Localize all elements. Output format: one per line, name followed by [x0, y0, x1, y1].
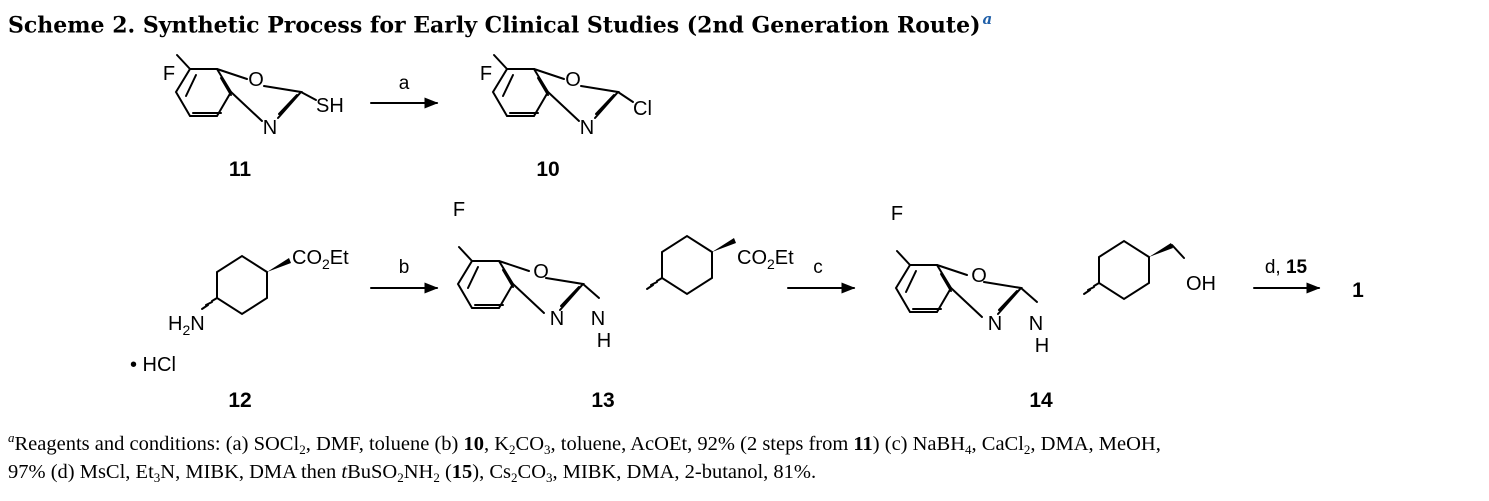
footnote-run: N, MIBK, DMA then	[160, 461, 342, 483]
compound-14-cyclohexane	[1083, 240, 1185, 300]
atom-label: Cl	[633, 98, 652, 120]
footnote-line-1: aReagents and conditions: (a) SOCl2, DMF…	[8, 430, 1482, 458]
hcl-salt-label: • HCl	[130, 354, 176, 376]
footnote-run: (	[439, 461, 452, 483]
atom-label: N	[591, 308, 605, 330]
compound-12-label: 12	[228, 389, 251, 412]
footnote-run: a	[8, 430, 15, 445]
footnote-run: t	[341, 461, 348, 483]
compound-13-label: 13	[591, 389, 614, 412]
atom-label: O	[533, 261, 549, 283]
atom-label: F	[891, 203, 903, 225]
footnote-line-2: 97% (d) MsCl, Et3N, MIBK, DMA then tBuSO…	[8, 458, 1482, 486]
atom-label: F	[480, 63, 492, 85]
footnote-run: Reagents and conditions: (a) SOCl	[14, 433, 300, 455]
footnote-run: , toluene, AcOEt, 92% (2 steps from	[550, 433, 854, 455]
footnote-run: NH	[403, 461, 434, 483]
footnote-run: ), Cs	[472, 461, 512, 483]
arrow-a-label: a	[399, 73, 410, 94]
atom-label: N	[580, 117, 594, 139]
atom-label: N	[988, 313, 1002, 335]
atom-label: CO2Et	[292, 247, 349, 272]
compound-1-label: 1	[1352, 279, 1364, 302]
footnote-run: BuSO	[347, 461, 398, 483]
footnote-run: , MIBK, DMA, 2-butanol, 81%.	[552, 461, 817, 483]
atom-label: SH	[316, 95, 344, 117]
footnote-run: 2	[509, 442, 516, 457]
atom-label: OH	[1186, 273, 1216, 295]
compound-14-label: 14	[1029, 389, 1053, 412]
footnote-run: CO	[515, 433, 545, 455]
arrow-c-label: c	[813, 257, 823, 278]
footnote-run: , DMA, MeOH,	[1030, 433, 1161, 455]
reaction-scheme: F O N SH 11 a F O N Cl 10 CO2Et H2N • HC…	[130, 54, 1364, 412]
footnote-run: 10	[463, 433, 484, 455]
footnote-run: 15	[451, 461, 473, 483]
compound-11-structure	[175, 54, 317, 122]
atom-label: N	[263, 117, 277, 139]
footnote-run: 3	[153, 470, 161, 485]
arrow-b-label: b	[399, 257, 410, 278]
compound-14-structure	[895, 250, 1038, 318]
footnote-run: 4	[965, 442, 972, 457]
scheme-footnote: aReagents and conditions: (a) SOCl2, DMF…	[8, 430, 1482, 486]
footnote-run: 3	[546, 470, 553, 485]
compound-12-structure	[201, 255, 291, 315]
atom-label: O	[565, 69, 581, 91]
footnote-run: 2	[299, 442, 306, 457]
compound-13-cyclohexane	[646, 235, 736, 295]
compound-13-structure	[457, 246, 600, 314]
atom-label: N	[1029, 313, 1043, 335]
footnote-run: CO	[517, 461, 546, 483]
arrow-d-label: d, 15	[1265, 257, 1308, 278]
atom-label: F	[453, 199, 465, 221]
footnote-run: , DMF, toluene (b)	[305, 433, 464, 455]
atom-label: H	[1035, 335, 1049, 357]
footnote-run: , CaCl	[971, 433, 1024, 455]
compound-10-label: 10	[536, 158, 559, 181]
footnote-marker: a	[982, 10, 993, 28]
footnote-run: 2	[511, 470, 518, 485]
footnote-run: 3	[544, 442, 551, 457]
footnote-run: 2	[1023, 442, 1031, 457]
atom-label: H2N	[168, 313, 205, 338]
scheme-title-text: Scheme 2. Synthetic Process for Early Cl…	[8, 12, 981, 39]
footnote-run: ) (c) NaBH	[872, 433, 966, 455]
footnote-run: , K	[483, 433, 510, 455]
footnote-run: 2	[397, 470, 404, 485]
footnote-run: 97% (d) MsCl, Et	[8, 461, 154, 483]
footnote-run: 2	[433, 470, 440, 485]
atom-label: CO2Et	[737, 247, 794, 272]
atom-label: O	[971, 265, 987, 287]
footnote-run: 11	[853, 433, 873, 455]
atom-label: H	[597, 330, 611, 352]
compound-10-structure	[492, 54, 634, 122]
atom-label: F	[163, 63, 175, 85]
compound-11-label: 11	[229, 158, 252, 181]
atom-label: O	[248, 69, 264, 91]
atom-label: N	[550, 308, 564, 330]
scheme-title: Scheme 2. Synthetic Process for Early Cl…	[8, 10, 992, 38]
